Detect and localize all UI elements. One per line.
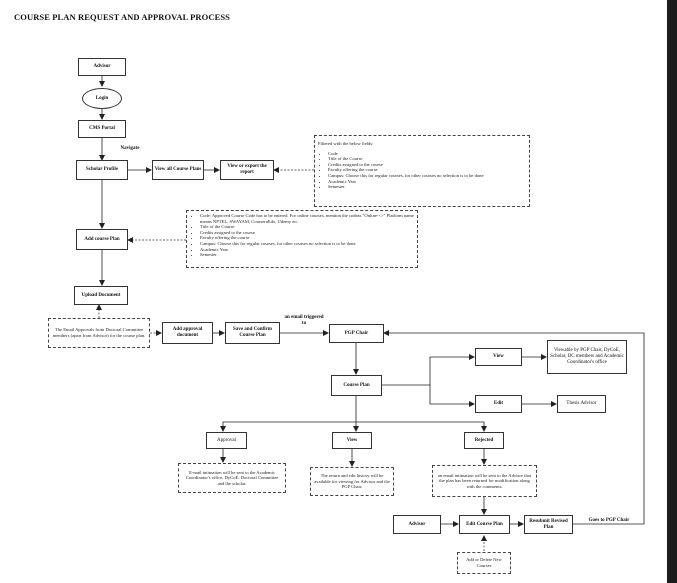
viewable-by-label: Viewable by PGP Chair, DyCoE, Scholar, D… — [550, 348, 624, 365]
course-fields-list: Code: Approved Course Code has to be ent… — [190, 213, 414, 258]
thesis-advisor-box: Thesis Advisor — [557, 395, 606, 413]
edit-course-plan-label: Edit Course Plan — [466, 521, 503, 527]
edge-resubmit-pgp — [383, 330, 645, 525]
resubmit-revised-plan-label: Resubmit Revised Plan — [529, 518, 568, 530]
advisor-label: Advisor — [93, 64, 111, 70]
thesis-advisor-label: Thesis Advisor — [566, 401, 597, 407]
cms-portal-label: CMS Portal — [89, 126, 115, 132]
cms-portal-box: CMS Portal — [78, 120, 126, 138]
filter-note-item: Title of the Course — [328, 156, 526, 162]
save-confirm-box: Save and Confirm Course Plan — [225, 322, 280, 344]
add-delete-courses-text: Add or Delete New Courses — [466, 557, 502, 568]
course-fields-item: Credits assigned to the course — [200, 230, 414, 236]
filter-note-list: Code Title of the Course Credits assigne… — [318, 151, 526, 190]
filter-note-heading: Filtered with the below fields: — [318, 141, 374, 146]
course-plan-label: Course Plan — [343, 382, 370, 388]
login-label: Login — [95, 95, 109, 101]
view-export-report-label: View or export the report — [227, 164, 267, 175]
scholar-profile-box: Scholar Profile — [76, 160, 128, 180]
advisor-bottom-label: Advisor — [408, 521, 426, 527]
pgp-chair-label: PGP Chair — [344, 330, 369, 336]
upload-document-box: Upload Document — [74, 286, 128, 305]
course-fields-item: Semester — [200, 252, 414, 258]
course-fields-item: Title of the Course — [200, 224, 414, 230]
add-course-plan-label: Add course Plan — [84, 236, 120, 242]
rejected-label: Rejected — [474, 437, 494, 443]
view-bottom-box: View — [332, 432, 372, 449]
advisor-bottom-box: Advisor — [393, 515, 441, 534]
add-approval-document-box: Add approval document — [162, 322, 213, 344]
edge-courseplan-view — [382, 354, 475, 386]
edit-right-box: Edit — [475, 395, 522, 413]
view-note: The return and edit history will be avai… — [310, 467, 394, 496]
scrollbar-track[interactable] — [667, 0, 677, 583]
add-approval-document-label: Add approval document — [172, 327, 203, 338]
scholar-profile-label: Scholar Profile — [86, 167, 118, 173]
filter-note-item: Campus: Choose this for regular courses,… — [328, 173, 526, 179]
filter-note-item: Code — [328, 151, 526, 157]
course-fields-item: Campus: Choose this for regular courses,… — [200, 241, 414, 247]
course-fields-item: Academic Year — [200, 247, 414, 253]
approval-label: Approval — [217, 437, 236, 443]
add-course-plan-box: Add course Plan — [76, 229, 128, 250]
edit-course-plan-box: Edit Course Plan — [459, 515, 510, 534]
filter-note-item: Faculty offering the course — [328, 167, 526, 173]
view-all-course-plans-label: View all Course Plans — [154, 167, 202, 173]
filter-note-item: Academic Year — [328, 179, 526, 185]
view-export-report-box: View or export the report — [220, 160, 274, 180]
view-right-label: View — [493, 354, 504, 360]
navigate-label: Navigate — [120, 146, 140, 151]
email-approvals-text: The Email Approvals from Doctoral Commit… — [52, 327, 146, 338]
rejected-note: an email intimation will be sent to the … — [432, 465, 537, 497]
edge-courseplan-approval — [220, 396, 357, 432]
edge-courseplan-edit — [429, 385, 475, 407]
course-plan-box: Course Plan — [331, 375, 382, 396]
filter-note-item: Credits assigned to the course — [328, 162, 526, 168]
page-title: COURSE PLAN REQUEST AND APPROVAL PROCESS — [14, 12, 230, 22]
viewable-by-box: Viewable by PGP Chair, DyCoE, Scholar, D… — [547, 340, 627, 374]
view-note-text: The return and edit history will be avai… — [314, 473, 390, 490]
filter-note-item: Semester — [328, 184, 526, 190]
view-bottom-label: View — [346, 437, 358, 443]
approval-box: Approval — [206, 432, 247, 449]
rejected-note-text: an email intimation will be sent to the … — [437, 472, 532, 489]
pgp-chair-box: PGP Chair — [329, 324, 384, 343]
filter-fields-note: Filtered with the below fields: Code Tit… — [314, 135, 530, 207]
advisor-box: Advisor — [78, 58, 126, 76]
approval-note-text: E-mail intimation will be sent to the Ac… — [185, 469, 279, 486]
login-ellipse: Login — [82, 88, 122, 109]
goes-to-pgp-chair-label: Goes to PGP Chair — [588, 518, 630, 523]
course-fields-item: Faculty offering the course — [200, 235, 414, 241]
save-confirm-label: Save and Confirm Course Plan — [233, 327, 272, 338]
upload-document-label: Upload Document — [81, 292, 121, 298]
email-triggered-label: an email triggered to — [284, 315, 324, 326]
add-delete-courses-note: Add or Delete New Courses — [457, 552, 511, 574]
edit-right-label: Edit — [493, 401, 504, 407]
view-right-box: View — [475, 348, 522, 366]
rejected-box: Rejected — [464, 432, 504, 449]
edge-courseplan-rejected — [356, 421, 487, 432]
approval-note: E-mail intimation will be sent to the Ac… — [178, 463, 286, 493]
view-all-course-plans-box: View all Course Plans — [152, 160, 204, 180]
resubmit-revised-plan-box: Resubmit Revised Plan — [524, 515, 573, 534]
email-approvals-note: The Email Approvals from Doctoral Commit… — [48, 318, 150, 348]
course-fields-note: Code: Approved Course Code has to be ent… — [186, 210, 418, 268]
course-fields-item: Code: Approved Course Code has to be ent… — [200, 213, 414, 224]
